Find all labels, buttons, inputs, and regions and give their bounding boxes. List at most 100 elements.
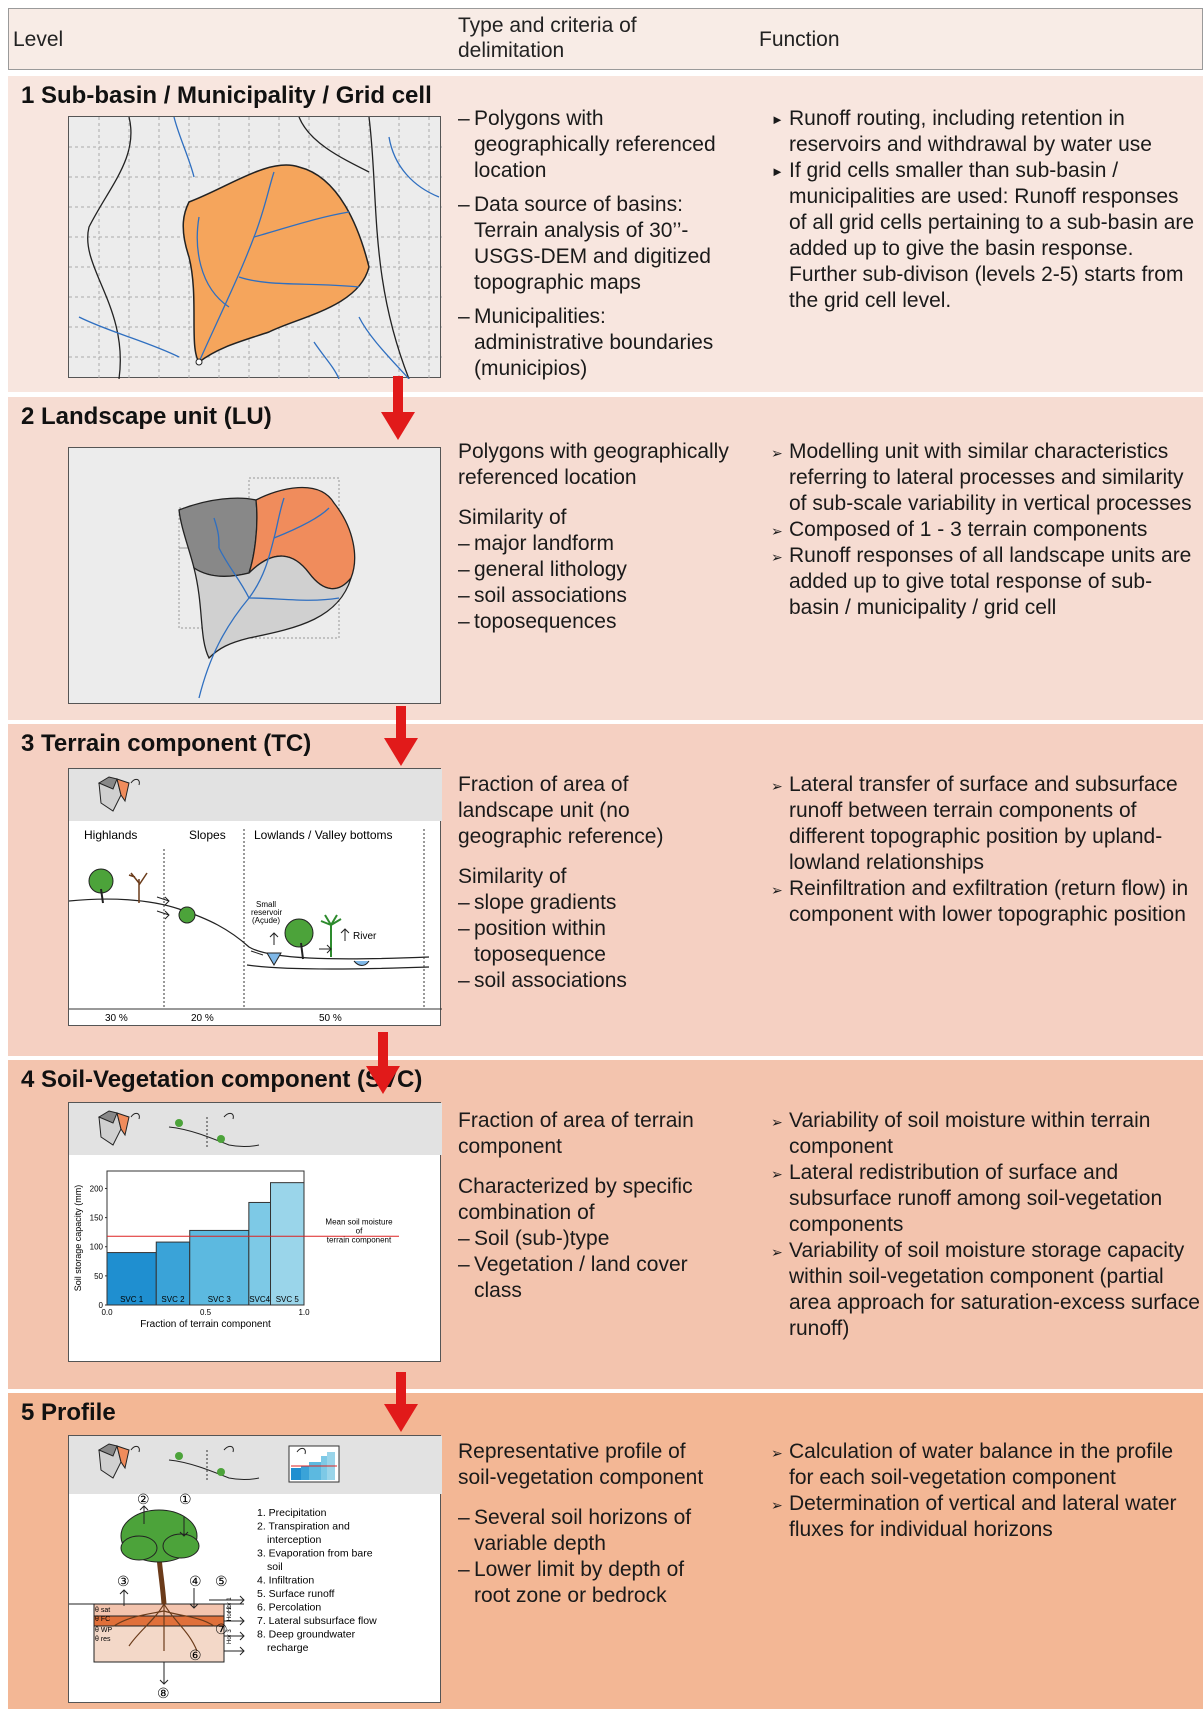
process-item: 4. Infiltration [257, 1575, 314, 1587]
function-item: Reinfiltration and exfiltration (return … [771, 876, 1201, 928]
reservoir-label: reservoir [251, 908, 282, 917]
table-header: Level Type and criteria of delimitation … [8, 8, 1203, 70]
percent-label: 50 % [319, 1013, 342, 1024]
process-item: 7. Lateral subsurface flow [257, 1615, 377, 1627]
bar [270, 1182, 305, 1306]
horizon-label: Hor 3 [227, 1629, 233, 1644]
circled-4: ④ [189, 1573, 202, 1589]
reservoir-label: Small [256, 900, 276, 909]
function-item: Variability of soil moisture within terr… [771, 1108, 1201, 1160]
criteria-item: Several soil horizons of variable depth [458, 1505, 718, 1557]
bar-label: SVC 5 [276, 1295, 300, 1304]
mean-label: Mean soil moisture [325, 1217, 393, 1226]
level-1-section: 1 Sub-basin / Municipality / Grid cell [8, 76, 1203, 392]
criteria-item: position within toposequence [458, 916, 648, 968]
level-title: 2 Landscape unit (LU) [21, 403, 272, 430]
sub-basin-map-svg [69, 116, 442, 380]
criteria-item: Lower limit by depth of root zone or bed… [458, 1557, 718, 1609]
level-title: 3 Terrain component (TC) [21, 730, 312, 757]
bar-label: SVC 2 [161, 1295, 185, 1304]
criteria-item: Data source of basins: Terrain analysis … [458, 192, 728, 296]
level-title: 1 Sub-basin / Municipality / Grid cell [21, 82, 432, 109]
level-4-criteria: Fraction of area of terrain component Ch… [458, 1108, 728, 1304]
criteria-item: Vegetation / land cover class [458, 1252, 708, 1304]
bar-label: SVC 1 [120, 1295, 144, 1304]
y-tick-label: 0 [99, 1301, 104, 1310]
zone-label: Lowlands / Valley bottoms [254, 828, 393, 842]
river-label: River [353, 931, 377, 942]
criteria-intro: Polygons with geographically referenced … [458, 440, 729, 489]
function-item: Variability of soil moisture storage cap… [771, 1238, 1201, 1342]
down-arrow-icon [381, 376, 415, 440]
down-arrow-icon [384, 706, 418, 766]
circled-8: ⑧ [157, 1685, 170, 1701]
level-3-criteria: Fraction of area of landscape unit (no g… [458, 772, 718, 994]
sub-basin-map [68, 116, 442, 380]
profile-figure: ② ① ③ ④ ⑤ ⑥ ⑦ ⑧ θ sat θ FC θ WP θ res 1.… [68, 1435, 442, 1703]
function-item: Lateral transfer of surface and subsurfa… [771, 772, 1201, 876]
process-item: recharge [267, 1642, 309, 1654]
function-item: Runoff routing, including retention in r… [771, 106, 1201, 158]
process-list: 1. Precipitation 2. Transpiration andinte… [227, 1507, 377, 1654]
horizon-label: Hor 2 [227, 1606, 233, 1621]
zone-label: Slopes [189, 828, 226, 842]
terrain-component-figure: Highlands Slopes Lowlands / Valley botto… [68, 768, 442, 1026]
horizon-label: Hor 1 [227, 1597, 233, 1612]
function-item: Runoff responses of all landscape units … [771, 543, 1201, 621]
process-item: 5. Surface runoff [257, 1588, 335, 1600]
process-item: 8. Deep groundwater [257, 1629, 356, 1641]
criteria-item: toposequences [458, 609, 738, 635]
criteria-item: Polygons with geographically referenced … [458, 106, 728, 184]
function-item: If grid cells smaller than sub-basin / m… [771, 158, 1201, 314]
process-item: 1. Precipitation [257, 1507, 327, 1519]
level-5-section: 5 Profile ② [8, 1393, 1203, 1709]
down-arrow-icon [366, 1032, 400, 1094]
mean-label: of [356, 1226, 363, 1235]
criteria-item: Soil (sub-)type [458, 1226, 728, 1252]
criteria-item: general lithology [458, 557, 738, 583]
y-tick-label: 200 [90, 1184, 104, 1193]
level-2-criteria: Polygons with geographically referenced … [458, 439, 738, 635]
terrain-component-svg: Highlands Slopes Lowlands / Valley botto… [68, 769, 442, 1024]
y-tick-label: 150 [90, 1214, 104, 1223]
mean-label: terrain component [327, 1235, 392, 1244]
circled-1: ① [179, 1491, 192, 1507]
criteria-item: Municipalities: administrative boundarie… [458, 304, 728, 382]
function-item: Composed of 1 - 3 terrain components [771, 517, 1201, 544]
level-4-functions: Variability of soil moisture within terr… [771, 1108, 1201, 1342]
theta-label: θ WP [95, 1627, 112, 1634]
process-item: 6. Percolation [257, 1602, 321, 1614]
circled-7: ⑦ [215, 1621, 228, 1637]
process-item: 2. Transpiration and [257, 1521, 350, 1533]
function-item: Determination of vertical and lateral wa… [771, 1491, 1201, 1543]
x-tick-label: 0.5 [200, 1308, 212, 1317]
down-arrow-icon [384, 1372, 418, 1432]
process-item: soil [267, 1561, 283, 1573]
function-item: Modelling unit with similar characterist… [771, 439, 1201, 517]
level-1-criteria: Polygons with geographically referenced … [458, 106, 728, 390]
criteria-item: slope gradients [458, 890, 718, 916]
level-2-section: 2 Landscape unit (LU) Polygons with geog… [8, 397, 1203, 720]
x-tick-label: 0.0 [101, 1308, 113, 1317]
criteria-intro: Representative profile of soil-vegetatio… [458, 1440, 704, 1489]
circled-5: ⑤ [215, 1573, 228, 1589]
level-3-section: 3 Terrain component (TC) Highlands Slope… [8, 724, 1203, 1056]
function-item: Calculation of water balance in the prof… [771, 1439, 1201, 1491]
theta-label: θ sat [95, 1607, 110, 1614]
level-1-functions: Runoff routing, including retention in r… [771, 106, 1201, 314]
landscape-unit-svg [178, 477, 356, 699]
circled-6: ⑥ [189, 1647, 202, 1663]
level-5-criteria: Representative profile of soil-vegetatio… [458, 1439, 718, 1609]
percent-label: 30 % [105, 1013, 128, 1024]
profile-svg: ② ① ③ ④ ⑤ ⑥ ⑦ ⑧ θ sat θ FC θ WP θ res 1.… [69, 1436, 442, 1701]
process-item: interception [267, 1534, 321, 1546]
circled-2: ② [137, 1491, 150, 1507]
x-axis-label: Fraction of terrain component [140, 1319, 271, 1330]
header-type: Type and criteria of delimitation [458, 14, 637, 62]
function-item: Lateral redistribution of surface and su… [771, 1160, 1201, 1238]
bar [189, 1229, 250, 1306]
